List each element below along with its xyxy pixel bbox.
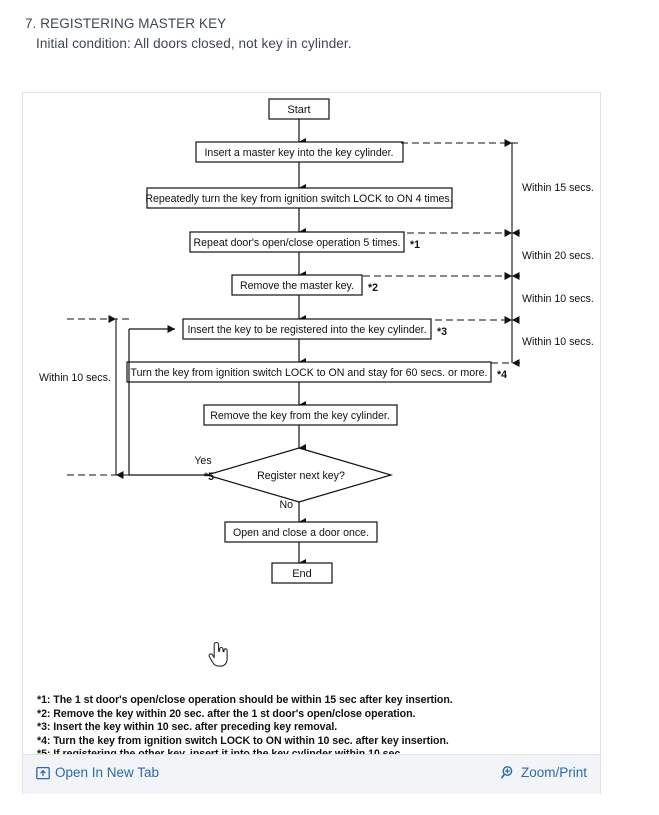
node-open-close-label: Open and close a door once. — [233, 527, 369, 539]
node-remove-key: Remove the key from the key cylinder. — [203, 404, 398, 426]
node-insert-master: Insert a master key into the key cylinde… — [195, 141, 404, 163]
registering-master-key-flowchart: Start Insert a master key into the key c… — [39, 98, 594, 584]
external-window-icon — [36, 766, 50, 779]
node-turn-60s-note: *4 — [497, 369, 507, 381]
node-remove-master-label: Remove the master key. — [240, 280, 354, 292]
node-door-5x-label: Repeat door's open/close operation 5 tim… — [194, 237, 401, 249]
node-door-5x: Repeat door's open/close operation 5 tim… — [189, 231, 420, 253]
footnote-4: *4: Turn the key from ignition switch LO… — [37, 734, 449, 747]
node-insert-new-label: Insert the key to be registered into the… — [187, 324, 426, 336]
branch-label-no: No — [279, 499, 293, 511]
yes-feedback-loop — [128, 325, 207, 476]
node-turn-60s: Turn the key from ignition switch LOCK t… — [126, 361, 507, 383]
node-turn-60s-label: Turn the key from ignition switch LOCK t… — [131, 367, 488, 379]
open-in-new-tab-label: Open In New Tab — [55, 765, 160, 780]
node-remove-master: Remove the master key. *2 — [231, 274, 378, 296]
initial-condition-text: Initial condition: All doors closed, not… — [36, 36, 352, 51]
node-end-label: End — [292, 568, 312, 580]
footnote-1: *1: The 1 st door's open/close operation… — [37, 694, 453, 706]
timing-label-within-20-secs: Within 20 secs. — [522, 250, 594, 262]
diagram-action-bar: Open In New Tab Zoom/Print — [23, 754, 600, 794]
diagram-panel: Start Insert a master key into the key c… — [22, 92, 601, 794]
node-open-close: Open and close a door once. — [224, 521, 378, 543]
node-turn-key-4x: Repeatedly turn the key from ignition sw… — [145, 187, 453, 209]
node-insert-new: Insert the key to be registered into the… — [182, 318, 447, 340]
node-decision: Register next key? — [204, 447, 394, 503]
node-decision-label: Register next key? — [257, 470, 345, 482]
branch-label-yes: Yes — [194, 455, 211, 467]
page-title: 7. REGISTERING MASTER KEY — [25, 16, 227, 31]
footnotes-list: *1: The 1 st door's open/close operation… — [37, 694, 587, 762]
node-door-5x-note: *1 — [410, 239, 420, 251]
zoom-print-label: Zoom/Print — [520, 765, 587, 780]
node-end: End — [271, 562, 333, 584]
zoom-print-button[interactable]: Zoom/Print — [501, 765, 587, 780]
magnifier-plus-icon — [501, 766, 513, 779]
open-in-new-tab-button[interactable]: Open In New Tab — [36, 765, 159, 780]
branch-label-yes-note: *5 — [204, 471, 214, 483]
node-start-label: Start — [287, 104, 310, 116]
footnote-2: *2: Remove the key within 20 sec. after … — [37, 707, 416, 720]
node-insert-master-label: Insert a master key into the key cylinde… — [204, 147, 393, 159]
timing-label-within-10-secs-b: Within 10 secs. — [522, 336, 594, 348]
node-turn-key-4x-label: Repeatedly turn the key from ignition sw… — [145, 193, 452, 205]
node-remove-master-note: *2 — [368, 282, 378, 294]
node-start: Start — [268, 98, 330, 120]
timing-label-within-15-secs: Within 15 secs. — [522, 182, 594, 194]
timing-label-within-10-secs-a: Within 10 secs. — [522, 293, 594, 305]
node-remove-key-label: Remove the key from the key cylinder. — [210, 410, 390, 422]
timing-leader-lines-left — [67, 318, 129, 476]
timing-label-within-10-secs-left: Within 10 secs. — [39, 372, 111, 384]
footnote-3: *3: Insert the key within 10 sec. after … — [37, 721, 338, 734]
node-insert-new-note: *3 — [437, 326, 447, 338]
